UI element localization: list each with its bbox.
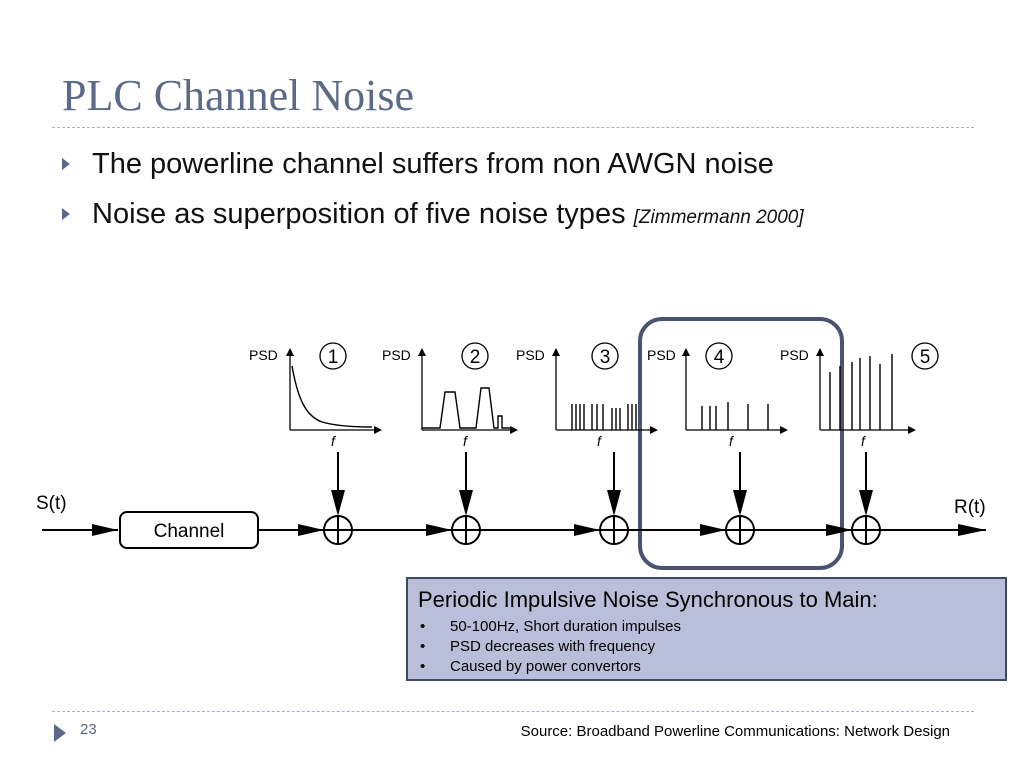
summing-junction bbox=[851, 515, 881, 545]
flow-arrow-icon bbox=[826, 524, 852, 536]
noise-number-label: 2 bbox=[470, 347, 481, 368]
page-number: 23 bbox=[80, 721, 97, 738]
noise-number-badge bbox=[911, 342, 939, 370]
bullet-dot-icon: • bbox=[420, 638, 426, 655]
callout-item: • PSD decreases with frequency bbox=[418, 637, 995, 657]
callout-item-text: Caused by power convertors bbox=[450, 658, 641, 675]
slide-title: PLC Channel Noise bbox=[62, 71, 414, 120]
noise-input-arrow bbox=[607, 452, 621, 516]
noise-input-arrow bbox=[459, 452, 473, 516]
footer-divider bbox=[52, 711, 974, 712]
noise-input-arrow bbox=[859, 452, 873, 516]
psd-axis-label: PSD bbox=[249, 347, 278, 363]
flow-arrow-icon bbox=[92, 524, 118, 536]
bullet-text: Noise as superposition of five noise typ… bbox=[92, 198, 626, 230]
summing-junction bbox=[323, 515, 353, 545]
frequency-axis-label: f bbox=[331, 433, 337, 449]
channel-label: Channel bbox=[154, 521, 225, 542]
psd-plot-4: PSD f 4 bbox=[647, 342, 788, 449]
frequency-axis-label: f bbox=[463, 433, 469, 449]
bullet-dot-icon: • bbox=[420, 658, 426, 675]
summing-junction bbox=[599, 515, 629, 545]
summing-junction bbox=[451, 515, 481, 545]
summing-junction bbox=[725, 515, 755, 545]
bullet-arrow-icon bbox=[62, 208, 70, 220]
psd-plot-2: PSD f 2 bbox=[382, 342, 518, 449]
frequency-axis-label: f bbox=[597, 433, 603, 449]
noise-input-arrow bbox=[733, 452, 747, 516]
flow-arrow-icon bbox=[700, 524, 726, 536]
output-signal-label: R(t) bbox=[954, 497, 986, 518]
footer-arrow-icon bbox=[54, 724, 66, 742]
callout-item: • 50-100Hz, Short duration impulses bbox=[418, 617, 995, 637]
flow-arrow-icon bbox=[574, 524, 600, 536]
noise-number-label: 3 bbox=[600, 347, 611, 368]
frequency-axis-label: f bbox=[861, 433, 867, 449]
noise-number-label: 5 bbox=[920, 347, 931, 368]
noise-input-arrow bbox=[331, 452, 345, 516]
psd-plot-3: PSD f 3 bbox=[516, 342, 658, 449]
bullet-list: The powerline channel suffers from non A… bbox=[60, 142, 804, 242]
flow-arrow-icon bbox=[958, 524, 986, 536]
bullet-arrow-icon bbox=[62, 158, 70, 170]
psd-axis-label: PSD bbox=[780, 347, 809, 363]
noise-4-callout: Periodic Impulsive Noise Synchronous to … bbox=[406, 577, 1007, 681]
bullet-citation: [Zimmermann 2000] bbox=[633, 207, 804, 228]
noise-number-badge bbox=[461, 342, 489, 370]
psd-axis-label: PSD bbox=[516, 347, 545, 363]
callout-item-text: 50-100Hz, Short duration impulses bbox=[450, 618, 681, 635]
noise-model-diagram: S(t) Channel R(t) bbox=[36, 317, 986, 570]
psd-plot-1: PSD f 1 bbox=[249, 342, 382, 449]
psd-axis-label: PSD bbox=[647, 347, 676, 363]
callout-heading: Periodic Impulsive Noise Synchronous to … bbox=[418, 587, 878, 612]
psd-plot-5: PSD f 5 bbox=[780, 342, 939, 449]
title-divider bbox=[52, 127, 974, 128]
noise-number-label: 4 bbox=[714, 347, 725, 368]
callout-list: • 50-100Hz, Short duration impulses • PS… bbox=[418, 617, 995, 677]
noise-number-badge bbox=[591, 342, 619, 370]
bullet-text: The powerline channel suffers from non A… bbox=[92, 148, 774, 180]
psd-axis-label: PSD bbox=[382, 347, 411, 363]
noise-4-highlight-box bbox=[638, 317, 844, 570]
source-note: Source: Broadband Powerline Communicatio… bbox=[520, 723, 950, 740]
input-signal-label: S(t) bbox=[36, 493, 67, 514]
callout-item-text: PSD decreases with frequency bbox=[450, 638, 656, 655]
noise-number-label: 1 bbox=[328, 347, 339, 368]
flow-arrow-icon bbox=[426, 524, 452, 536]
callout-item: • Caused by power convertors bbox=[418, 657, 995, 677]
frequency-axis-label: f bbox=[729, 433, 735, 449]
bullet-dot-icon: • bbox=[420, 618, 426, 635]
noise-number-badge bbox=[705, 342, 733, 370]
noise-number-badge bbox=[319, 342, 347, 370]
bullet-item: The powerline channel suffers from non A… bbox=[60, 142, 804, 192]
bullet-item: Noise as superposition of five noise typ… bbox=[60, 192, 804, 242]
flow-arrow-icon bbox=[298, 524, 324, 536]
